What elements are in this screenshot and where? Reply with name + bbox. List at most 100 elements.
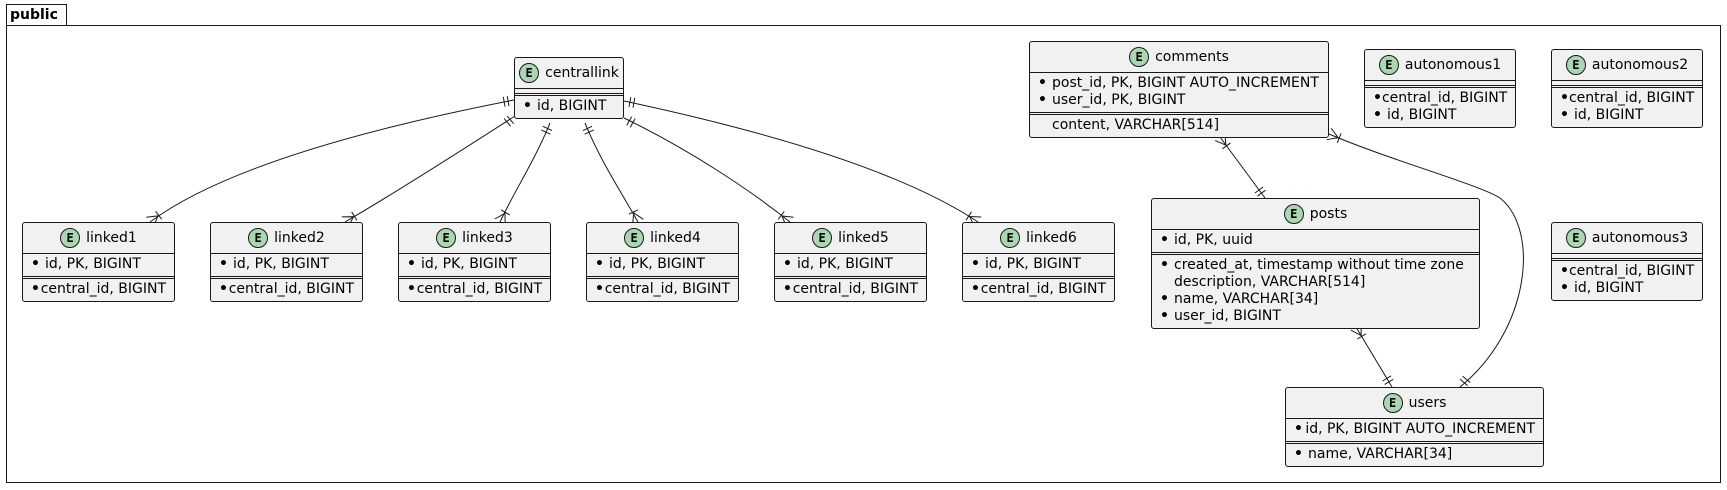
entity-field-text: central_id, BIGINT [1381,90,1508,106]
entity-field: •id, PK, BIGINT [31,256,166,273]
entity-field: •id, PK, BIGINT [595,256,730,273]
required-marker-icon: • [1160,257,1169,273]
entity-field-text: name, VARCHAR[34] [1174,291,1319,307]
entity-field-text: id, PK, BIGINT [233,256,329,272]
entity-field-text: content, VARCHAR[514] [1052,117,1220,133]
entity-field-section: •id, PK, BIGINT [587,253,738,276]
entity-field: • id, BIGINT [523,98,615,115]
exactly-one-icon [1382,375,1394,385]
entity-field: content, VARCHAR[514] [1038,117,1320,134]
relation-centrallink-linked5[interactable] [623,117,791,223]
entity-empty-section [1365,80,1515,85]
entity-field-text: central_id, BIGINT [228,281,354,297]
required-marker-icon: • [1373,90,1382,106]
relation-comments-users[interactable] [1328,133,1524,388]
exactly-one-icon [628,97,636,108]
entity-icon: E [1378,55,1399,75]
entity-field: •central_id, BIGINT [1373,90,1507,107]
entity-field-text: central_id, BIGINT [980,281,1106,297]
entity-title: linked4 [650,229,701,246]
entity-field-section: •created_at, timestamp without time zone… [1152,252,1479,328]
required-marker-icon: • [783,281,792,297]
entity-field-section: •central_id, BIGINT [399,276,550,301]
entity-icon: E [812,228,833,248]
required-marker-icon: • [1560,90,1569,106]
relation-centrallink-linked4[interactable] [584,122,639,223]
entity-field: •user_id, BIGINT [1160,308,1471,325]
relation-comments-posts[interactable] [1219,136,1266,199]
entity-field-text: id, BIGINT [1574,107,1644,123]
required-marker-icon: • [1560,263,1569,279]
entity-field-section: •id, PK, BIGINT [963,253,1114,276]
entity-icon: E [1129,47,1150,67]
entity-field-text: central_id, BIGINT [792,281,918,297]
entity-field: •central_id, BIGINT [1560,90,1694,107]
entity-field-section: • id, BIGINT [515,93,623,118]
entity-field-text: post_id, PK, BIGINT AUTO_INCREMENT [1052,75,1319,91]
relation-posts-users[interactable] [1355,326,1393,388]
entity-field-text: central_id, BIGINT [1568,90,1695,106]
entity-title: autonomous1 [1404,56,1502,73]
entity-title: comments [1155,48,1229,65]
entity-title: linked2 [274,229,325,246]
exactly-one-icon [1459,375,1471,387]
entity-field: •id, PK, BIGINT [971,256,1106,273]
relation-centrallink-linked2[interactable] [344,115,516,223]
required-marker-icon: • [1038,75,1047,91]
entity-field-text: id, BIGINT [1387,107,1457,123]
relation-centrallink-linked6[interactable] [623,100,979,223]
required-marker-icon: • [31,281,40,297]
entity-field: • name, VARCHAR[34] [1160,291,1471,308]
relation-centrallink-linked1[interactable] [149,99,515,223]
one-or-many-icon [1326,128,1342,143]
entity-icon: E [519,63,540,83]
entity-field: •id, BIGINT [1560,107,1694,124]
entity-field-section: •name, VARCHAR[34] [1286,441,1543,466]
required-marker-icon: • [1294,446,1303,462]
required-marker-icon: • [523,98,532,114]
entity-title: centrallink [545,64,619,81]
entity-field-section: •id, PK, uuid [1152,229,1479,252]
entity-field-text: id, BIGINT [537,98,607,114]
relation-centrallink-linked3[interactable] [499,122,551,223]
entity-field-section: •id, PK, BIGINT [399,253,550,276]
entity-field-text: id, PK, BIGINT [797,256,893,272]
entity-field: • id, PK, BIGINT [783,256,918,273]
entity-field: •user_id, PK, BIGINT [1038,92,1320,109]
required-marker-icon: • [407,281,416,297]
entity-field-text: user_id, BIGINT [1174,308,1281,324]
entity-field: •central_id, BIGINT [407,281,542,298]
entity-title: autonomous3 [1591,229,1689,246]
entity-field: • post_id, PK, BIGINT AUTO_INCREMENT [1038,75,1320,92]
entity-icon: E [624,228,645,248]
one-or-many-icon [628,209,644,225]
entity-field-text: central_id, BIGINT [416,281,542,297]
entity-title: linked6 [1026,229,1077,246]
entity-field-text: central_id, BIGINT [604,281,730,297]
entity-field: •name, VARCHAR[34] [1294,446,1535,463]
entity-field: •id, PK, uuid [1160,232,1471,249]
entity-icon: E [1565,55,1586,75]
entity-empty-section [1552,253,1702,258]
required-marker-icon: • [1160,291,1169,307]
entity-field-section: •id, PK, BIGINT AUTO_INCREMENT [1286,418,1543,441]
required-marker-icon: • [783,256,792,272]
entity-field: •id, BIGINT [1560,280,1694,297]
